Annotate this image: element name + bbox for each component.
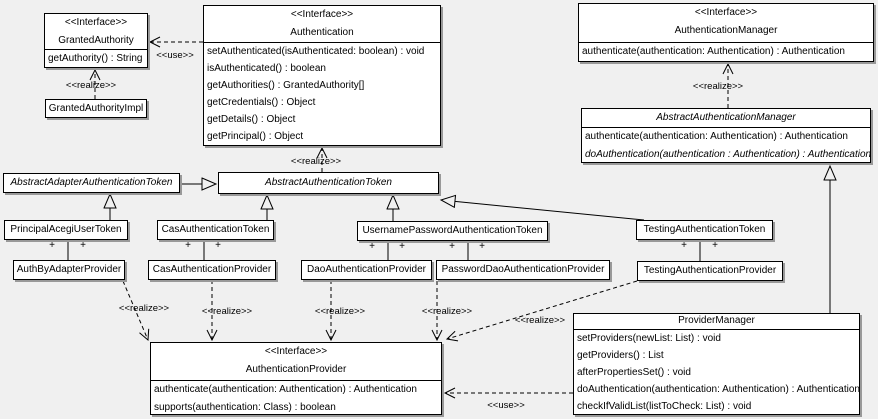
method-row: getProviders() : List <box>577 350 664 361</box>
class-name: AbstractAuthenticationManager <box>582 109 870 128</box>
use-label: <<use>> <box>487 400 525 411</box>
method-row: authenticate(authentication: Authenticat… <box>585 131 848 142</box>
association-end-plus-label: + <box>681 240 687 251</box>
class-providermanager[interactable]: ProviderManager setProviders(newList: Li… <box>573 313 860 415</box>
edge-generalization-testingauthenticationtoken[interactable] <box>441 200 645 221</box>
class-name: ProviderManager <box>574 314 859 330</box>
class-passworddaoauthenticationprovider[interactable]: PasswordDaoAuthenticationProvider <box>436 260 610 280</box>
method-row: getPrincipal() : Object <box>207 131 304 142</box>
association-end-plus-label: + <box>215 240 221 251</box>
class-name: GrantedAuthorityImpl <box>48 103 144 114</box>
stereotype-label: <<Interface>> <box>64 17 128 28</box>
association-end-plus-label: + <box>399 241 405 252</box>
class-usernamepasswordauthenticationtoken[interactable]: UsernamePasswordAuthenticationToken <box>357 221 548 241</box>
method-row-abstract: doAuthentication(authentication : Authen… <box>585 148 872 160</box>
class-authenticationmanager[interactable]: <<Interface>> AuthenticationManager auth… <box>578 3 874 62</box>
association-end-plus-label: + <box>369 241 375 252</box>
method-row: supports(authentication: Class) : boolea… <box>154 401 336 413</box>
method-row: checkIfValidList(listToCheck: List) : vo… <box>577 401 752 412</box>
class-authenticationprovider[interactable]: <<Interface>> AuthenticationProvider aut… <box>150 342 442 415</box>
class-authbyadapterprovider[interactable]: AuthByAdapterProvider <box>13 260 125 280</box>
class-name: UsernamePasswordAuthenticationToken <box>362 225 543 236</box>
class-grantedauthority[interactable]: <<Interface>> GrantedAuthority getAuthor… <box>44 13 148 68</box>
realize-label: <<realize>> <box>290 156 342 167</box>
class-grantedauthorityimpl[interactable]: GrantedAuthorityImpl <box>45 99 147 118</box>
class-abstractauthenticationmanager[interactable]: AbstractAuthenticationManager authentica… <box>581 108 871 163</box>
realize-label: <<realize>> <box>201 306 253 317</box>
stereotype-label: <<Interface>> <box>694 7 758 18</box>
stereotype-label: <<Interface>> <box>264 346 328 357</box>
class-name: AuthenticationManager <box>674 25 778 36</box>
association-end-plus-label: + <box>712 240 718 251</box>
method-row: getCredentials() : Object <box>207 97 316 108</box>
method-row: authenticate(authentication: Authenticat… <box>154 384 417 395</box>
association-end-plus-label: + <box>80 240 86 251</box>
method-row: setAuthenticated(isAuthenticated: boolea… <box>207 46 425 57</box>
class-name: DaoAuthenticationProvider <box>307 264 426 275</box>
class-name: AuthenticationProvider <box>245 364 347 375</box>
class-casauthenticationtoken[interactable]: CasAuthenticationToken <box>157 220 274 240</box>
class-authentication[interactable]: <<Interface>> Authentication setAuthenti… <box>203 5 441 146</box>
method-row: authenticate(authentication: Authenticat… <box>582 46 845 57</box>
realize-label: <<realize>> <box>118 303 170 314</box>
class-name: PrincipalAcegiUserToken <box>10 224 122 235</box>
use-label: <<use>> <box>156 50 194 61</box>
association-end-plus-label: + <box>449 241 455 252</box>
realize-label: <<realize>> <box>421 306 473 317</box>
realize-label: <<realize>> <box>514 315 566 326</box>
method-row: afterPropertiesSet() : void <box>577 367 691 378</box>
method-row: getAuthorities() : GrantedAuthority[] <box>207 80 365 91</box>
class-name: CasAuthenticationToken <box>161 224 270 235</box>
class-name: AuthByAdapterProvider <box>16 264 122 275</box>
class-principalacegiusertoken[interactable]: PrincipalAcegiUserToken <box>4 220 128 240</box>
class-name: TestingAuthenticationToken <box>643 224 766 235</box>
method-row: setProviders(newList: List) : void <box>577 333 721 344</box>
method-row: doAuthentication(authentication: Authent… <box>577 384 860 395</box>
class-testingauthenticationtoken[interactable]: TestingAuthenticationToken <box>636 220 773 240</box>
realize-label: <<realize>> <box>314 306 366 317</box>
class-name: AbstractAdapterAuthenticationToken <box>10 177 173 188</box>
class-name: GrantedAuthority <box>58 35 134 46</box>
association-end-plus-label: + <box>185 240 191 251</box>
stereotype-label: <<Interface>> <box>290 9 354 20</box>
method-row: getAuthority() : String <box>48 53 143 64</box>
method-row: isAuthenticated() : boolean <box>207 63 326 74</box>
class-name: CasAuthenticationProvider <box>152 264 272 275</box>
class-abstractadapterauthenticationtoken[interactable]: AbstractAdapterAuthenticationToken <box>3 173 180 193</box>
class-testingauthenticationprovider[interactable]: TestingAuthenticationProvider <box>637 261 783 281</box>
class-abstractauthenticationtoken[interactable]: AbstractAuthenticationToken <box>218 172 439 194</box>
class-name: AbstractAuthenticationToken <box>265 177 392 188</box>
class-name: Authentication <box>290 27 354 38</box>
class-name: TestingAuthenticationProvider <box>643 265 777 276</box>
class-daoauthenticationprovider[interactable]: DaoAuthenticationProvider <box>301 260 432 280</box>
class-name: PasswordDaoAuthenticationProvider <box>441 264 605 275</box>
association-end-plus-label: + <box>479 241 485 252</box>
method-row: getDetails() : Object <box>207 114 296 125</box>
realize-label: <<realize>> <box>65 80 117 91</box>
class-casauthenticationprovider[interactable]: CasAuthenticationProvider <box>148 260 276 280</box>
realize-label: <<realize>> <box>692 81 744 92</box>
association-end-plus-label: + <box>49 240 55 251</box>
